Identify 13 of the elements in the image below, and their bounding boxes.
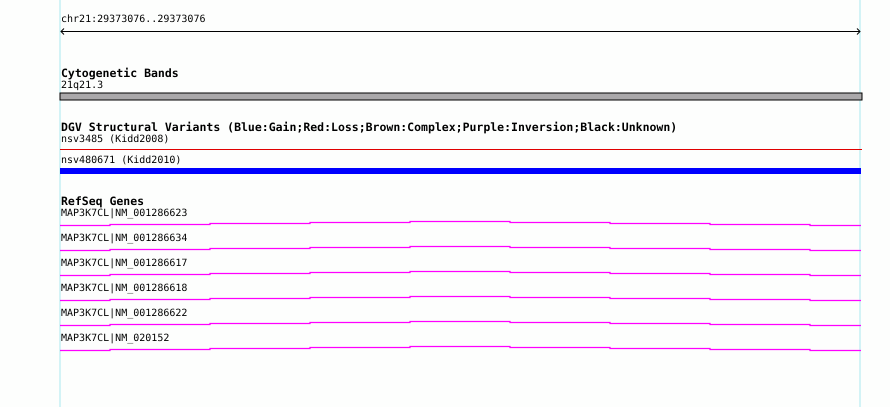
- track-title: Cytogenetic Bands: [61, 67, 179, 79]
- band-label: 21q21.3: [61, 80, 104, 92]
- coordinate-label: chr21:29373076..29373076: [61, 14, 206, 26]
- feature-label: nsv480671 (Kidd2010): [61, 155, 182, 167]
- feature-label: nsv3485 (Kidd2008): [61, 134, 170, 146]
- gene-label: MAP3K7CL|NM_020152: [61, 333, 170, 345]
- gene-label: MAP3K7CL|NM_001286622: [61, 308, 188, 320]
- track-title: RefSeq Genes: [61, 195, 144, 207]
- gene-label: MAP3K7CL|NM_001286634: [61, 233, 188, 245]
- gene-label: MAP3K7CL|NM_001286618: [61, 283, 188, 295]
- track-title: DGV Structural Variants (Blue:Gain;Red:Loss;Brown:Complex;Purple:Inversion;Black:Unknown): [61, 121, 678, 133]
- gene-label: MAP3K7CL|NM_001286617: [61, 258, 188, 270]
- gene-label: MAP3K7CL|NM_001286623: [61, 208, 188, 220]
